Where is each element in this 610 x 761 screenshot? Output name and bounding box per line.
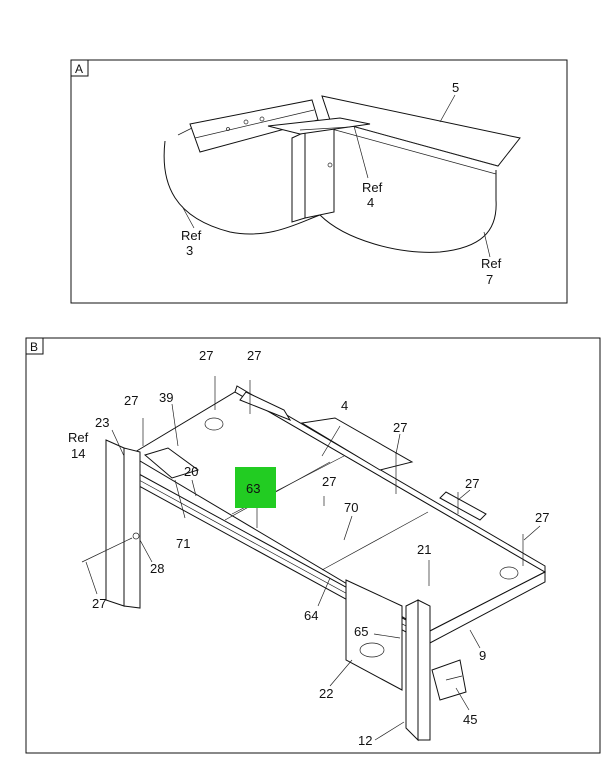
panel-b-frame	[25, 337, 601, 754]
callout-ref-3-number: 3	[186, 243, 193, 258]
panel-b-tag-box	[25, 337, 44, 355]
callout-71: 71	[176, 536, 190, 551]
callout-22: 22	[319, 686, 333, 701]
vertical-post	[291, 131, 306, 223]
rear-rail-part-4	[300, 417, 414, 471]
callout-27-b: 27	[247, 348, 261, 363]
hanger-part-22	[345, 579, 403, 691]
callout-65: 65	[354, 624, 368, 639]
callout-ref-7-label: Ref	[481, 256, 502, 271]
right-post-part-12	[405, 599, 419, 742]
callout-27-g: 27	[322, 474, 336, 489]
callout-27-e: 27	[465, 476, 479, 491]
callout-23: 23	[95, 415, 109, 430]
callout-63-highlight[interactable]	[235, 467, 276, 508]
callout-27-h: 27	[92, 596, 106, 611]
callout-39: 39	[159, 390, 173, 405]
callout-27-d: 27	[393, 420, 407, 435]
callout-ref-4-label: Ref	[362, 180, 383, 195]
panel-a-frame	[70, 59, 568, 304]
callout-4: 4	[341, 398, 348, 413]
mount-part-45	[431, 659, 467, 701]
panel-a: A 5 Ref 4 Ref 3 Ref 7	[70, 59, 568, 304]
callout-63[interactable]: 63	[246, 481, 260, 496]
callout-45: 45	[463, 712, 477, 727]
left-post-ref-14	[105, 439, 125, 607]
callout-9: 9	[479, 648, 486, 663]
callout-12: 12	[358, 733, 372, 748]
callout-20: 20	[184, 464, 198, 479]
callout-70: 70	[344, 500, 358, 515]
panel-b-tag: B	[30, 340, 38, 354]
callout-21: 21	[417, 542, 431, 557]
callout-27-f: 27	[535, 510, 549, 525]
callout-28: 28	[150, 561, 164, 576]
callout-ref-3-label: Ref	[181, 228, 202, 243]
callout-5: 5	[452, 80, 459, 95]
callout-ref-14-number: 14	[71, 446, 85, 461]
rail-part-5	[321, 95, 521, 167]
panel-a-tag: A	[75, 62, 83, 76]
callout-ref-7-number: 7	[486, 272, 493, 287]
callout-ref-14-label: Ref	[68, 430, 89, 445]
top-plate-ref-4	[267, 117, 371, 135]
panel-b: B	[25, 337, 601, 754]
panel-a-tag-box	[70, 59, 89, 77]
callout-27-c: 27	[124, 393, 138, 408]
callout-27-a: 27	[199, 348, 213, 363]
callout-ref-4-number: 4	[367, 195, 374, 210]
callout-64: 64	[304, 608, 318, 623]
